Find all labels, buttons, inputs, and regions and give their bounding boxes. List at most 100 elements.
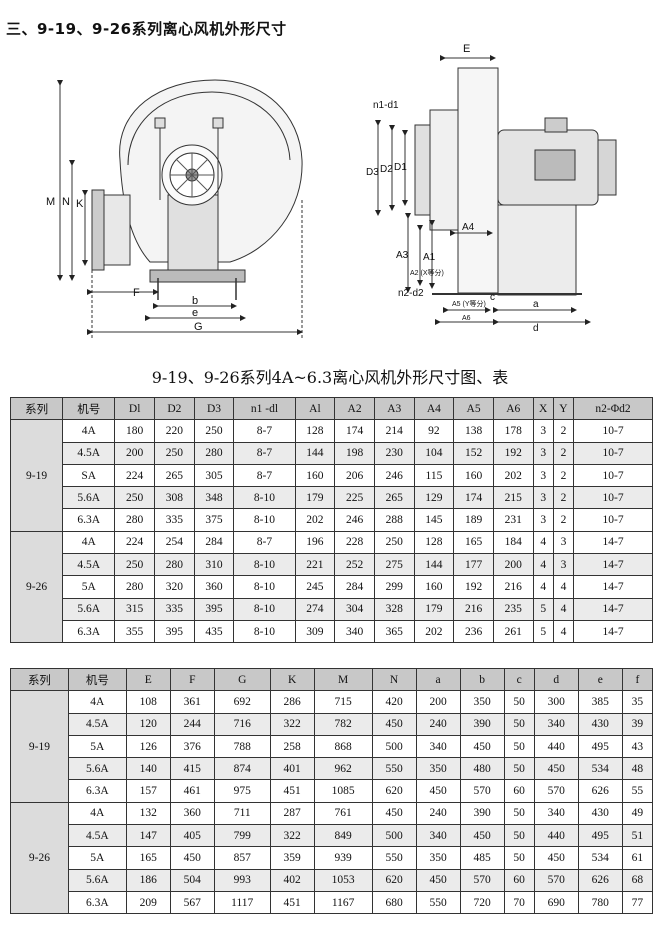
table-cell: 405 (169, 824, 215, 848)
table-cell: 8-10 (233, 553, 296, 577)
table-cell: 8-10 (233, 575, 296, 599)
table-cell: 274 (294, 597, 336, 621)
table-cell: 8-7 (233, 530, 296, 555)
table-cell: 390 (459, 712, 505, 736)
table-cell: 8-7 (233, 419, 296, 443)
label-D3: D3 (366, 167, 379, 178)
table-cell: 4 (532, 553, 554, 577)
table-cell: 198 (334, 441, 375, 465)
label-A4: A4 (462, 222, 475, 233)
table-cell: 50 (503, 824, 535, 848)
table-cell: 174 (334, 419, 375, 443)
column-header: E (125, 667, 171, 692)
table-cell: 4.5A (62, 441, 116, 465)
table-cell: 450 (415, 868, 461, 892)
table-cell: 3 (532, 508, 554, 532)
table-cell: 385 (577, 690, 623, 714)
table-cell: 415 (169, 757, 215, 781)
label-a: a (533, 299, 539, 310)
column-header: D3 (193, 396, 235, 421)
table-cell: 200 (415, 690, 461, 714)
table-cell: 230 (373, 441, 415, 465)
table-cell: 165 (125, 846, 171, 870)
label-N: N (62, 196, 70, 208)
table-cell: 179 (294, 486, 336, 510)
table-cell: 49 (621, 801, 654, 826)
table-cell: 265 (373, 486, 415, 510)
table-cell: 715 (313, 690, 373, 714)
table-cell: 240 (415, 712, 461, 736)
table-cell: 202 (492, 463, 534, 488)
table-cell: 450 (459, 734, 505, 759)
table-cell: 104 (413, 441, 455, 465)
table-cell: 3 (532, 463, 554, 488)
table-cell: 300 (533, 690, 579, 714)
table-cell: 55 (621, 779, 654, 803)
table-cell: 60 (503, 779, 535, 803)
table-cell: 14-7 (573, 530, 653, 555)
table-cell: 4A (67, 801, 127, 826)
table-cell: 310 (193, 553, 235, 577)
table-cell: 192 (453, 575, 494, 599)
table-cell: 180 (114, 419, 156, 443)
table-cell: 186 (125, 868, 171, 892)
column-header: K (269, 667, 315, 692)
table-cell: 178 (492, 419, 534, 443)
column-header: 系列 (9, 396, 64, 421)
table-cell: 236 (453, 619, 494, 644)
table-cell: 120 (125, 712, 171, 736)
table-cell: 716 (213, 712, 271, 736)
series-cell: 9-19 (9, 419, 64, 532)
label-K: K (76, 198, 84, 210)
table-cell: 504 (169, 868, 215, 892)
table-cell: 430 (577, 712, 623, 736)
table-cell: 92 (413, 419, 455, 443)
table-cell: 202 (294, 508, 336, 532)
table-cell: 4 (532, 530, 554, 555)
table-cell: 395 (154, 619, 195, 644)
table-cell: 626 (577, 868, 623, 892)
column-header: a (415, 667, 461, 692)
label-A3: A3 (396, 250, 409, 261)
table-cell: 5 (532, 597, 554, 621)
label-A6: A6 (462, 315, 471, 322)
table-cell: 361 (169, 690, 215, 714)
column-header: n1 -dl (233, 396, 296, 421)
table-cell: 10-7 (573, 419, 653, 443)
table-cell: 50 (503, 712, 535, 736)
table-cell: 50 (503, 757, 535, 781)
table-cell: 335 (154, 508, 195, 532)
table-cell: 8-10 (233, 486, 296, 510)
table-cell: 68 (621, 868, 654, 892)
table-cell: 216 (492, 575, 534, 599)
table-cell: 244 (169, 712, 215, 736)
table-cell: 1117 (213, 890, 271, 915)
table-title: 9-19、9-26系列4A~6.3离心风机外形尺寸图、表 (151, 368, 509, 387)
table-cell: 165 (453, 530, 494, 555)
series-cell: 9-26 (9, 530, 64, 644)
table-cell: 8-10 (233, 597, 296, 621)
table-cell: 340 (415, 824, 461, 848)
column-header: b (459, 667, 505, 692)
table-cell: 246 (334, 508, 375, 532)
table-cell: 5A (62, 575, 116, 599)
column-header: Dl (114, 396, 156, 421)
column-header: 机号 (67, 667, 127, 692)
table-cell: 320 (154, 575, 195, 599)
label-D2: D2 (380, 164, 393, 175)
column-header: d (533, 667, 579, 692)
table-cell: 720 (459, 890, 505, 915)
table-cell: 2 (552, 419, 575, 443)
table-cell: 6.3A (62, 619, 116, 644)
table-cell: 231 (492, 508, 534, 532)
table-cell: 550 (415, 890, 461, 915)
column-header: e (577, 667, 623, 692)
table-cell: 395 (193, 597, 235, 621)
column-header: A5 (453, 396, 494, 421)
label-d: d (533, 323, 539, 334)
